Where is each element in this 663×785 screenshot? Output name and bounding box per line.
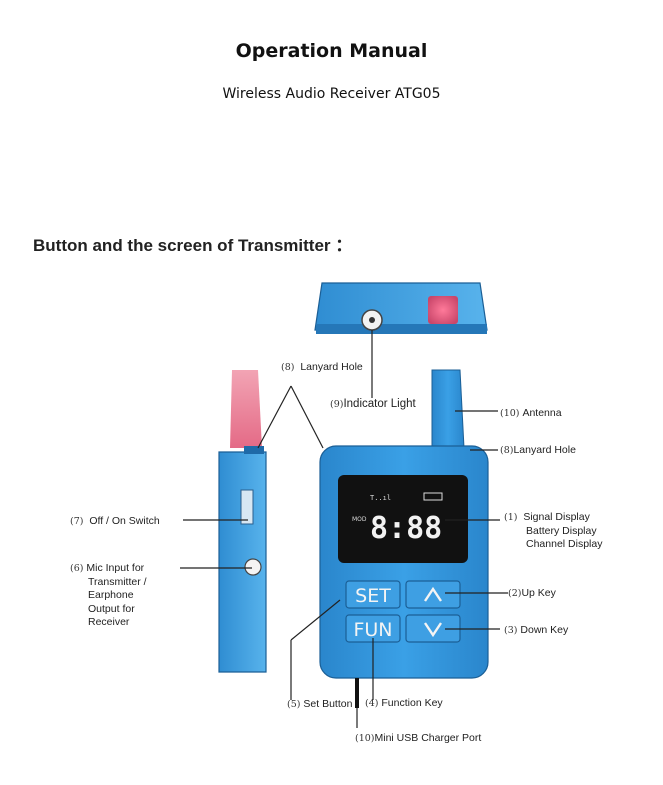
label-set-text: Set Button <box>303 698 353 710</box>
label-set-button: (5) Set Button <box>287 698 352 710</box>
label-function-key: (4) Function Key <box>365 697 443 709</box>
line-lanyard-side <box>257 385 292 449</box>
side-view <box>218 370 267 673</box>
document-title: Operation Manual <box>235 40 428 62</box>
power-switch-icon <box>240 489 254 525</box>
label-mic-line-1: Mic Input for <box>86 562 145 574</box>
label-lanyard-right-num: (8) <box>500 445 514 456</box>
label-lanyard-right: (8)Lanyard Hole <box>500 444 576 456</box>
section-heading-colon: ： <box>335 236 353 255</box>
label-signal-num: (1) <box>504 512 518 523</box>
set-key[interactable] <box>345 580 401 609</box>
label-mic-line-3: Earphone <box>88 589 134 601</box>
label-switch: (7) Off / On Switch <box>70 515 160 527</box>
label-mic-line-4: Output for <box>88 602 135 615</box>
label-fun-text: Function Key <box>381 697 443 709</box>
battery-icon <box>423 492 443 501</box>
label-signal-line-1: Signal Display <box>523 511 590 523</box>
up-key[interactable] <box>405 580 461 609</box>
label-indicator-text: Indicator Light <box>343 398 416 410</box>
side-top-cap <box>244 446 264 454</box>
front-antenna <box>431 369 465 449</box>
document-subtitle: Wireless Audio Receiver ATG05 <box>222 86 441 102</box>
label-lanyard-top-text: Lanyard Hole <box>300 361 363 373</box>
label-fun-num: (4) <box>365 698 379 709</box>
line-lanyard-front <box>290 385 324 449</box>
top-view-body <box>314 282 488 331</box>
indicator-light-icon <box>428 296 458 324</box>
signal-icon: T..ıl <box>370 494 391 502</box>
section-heading-text: Button and the screen of Transmitter <box>33 236 331 255</box>
usb-port-icon <box>355 678 359 708</box>
label-mic-input: (6) Mic Input for Transmitter / Earphone… <box>70 562 147 630</box>
top-view-lip <box>316 324 487 334</box>
lcd-screen <box>338 475 468 563</box>
label-lanyard-top: (8) Lanyard Hole <box>281 361 363 373</box>
label-antenna-num: (10) <box>500 408 520 419</box>
label-signal-line-3: Channel Display <box>526 538 603 550</box>
label-usb-port: (10)Mini USB Charger Port <box>355 732 481 744</box>
line-set <box>290 599 341 700</box>
down-arrow-icon <box>424 622 442 638</box>
label-signal-line-2: Battery Display <box>526 524 597 537</box>
label-antenna: (10) Antenna <box>500 407 562 419</box>
label-switch-text: Off / On Switch <box>89 515 160 527</box>
label-down-text: Down Key <box>520 624 569 636</box>
label-lanyard-right-text: Lanyard Hole <box>513 444 576 456</box>
label-signal-display: (1) Signal Display Battery Display Chann… <box>504 511 602 552</box>
channel-tag: MOD <box>352 516 367 523</box>
section-heading: Button and the screen of Transmitter ： <box>33 231 352 256</box>
set-key-label: SET <box>355 585 391 607</box>
front-view: T..ıl MOD 8:88 SET FUN <box>319 369 489 708</box>
lanyard-hole-center <box>369 317 375 323</box>
label-mic-line-2: Transmitter / <box>88 575 147 588</box>
mic-jack-icon <box>244 558 262 576</box>
fun-key-label: FUN <box>353 619 392 641</box>
label-indicator-num: (9) <box>330 399 344 410</box>
label-up-key: (2)Up Key <box>508 587 556 599</box>
lcd-digits: 8:88 <box>370 511 442 546</box>
top-view <box>314 282 488 334</box>
label-indicator: (9)Indicator Light <box>330 398 416 410</box>
label-usb-text: Mini USB Charger Port <box>374 732 482 744</box>
label-down-key: (3) Down Key <box>504 624 568 636</box>
label-up-num: (2) <box>508 588 522 599</box>
label-up-text: Up Key <box>521 587 556 599</box>
label-down-num: (3) <box>504 625 518 636</box>
side-antenna <box>230 370 262 448</box>
label-set-num: (5) <box>287 699 301 710</box>
label-lanyard-top-num: (8) <box>281 362 295 373</box>
label-switch-num: (7) <box>70 516 84 527</box>
up-arrow-icon <box>424 586 442 602</box>
callout-lines <box>180 330 508 728</box>
label-mic-line-5: Receiver <box>88 616 130 628</box>
label-antenna-text: Antenna <box>522 407 562 419</box>
label-usb-num: (10) <box>355 733 375 744</box>
label-mic-num: (6) <box>70 563 84 574</box>
